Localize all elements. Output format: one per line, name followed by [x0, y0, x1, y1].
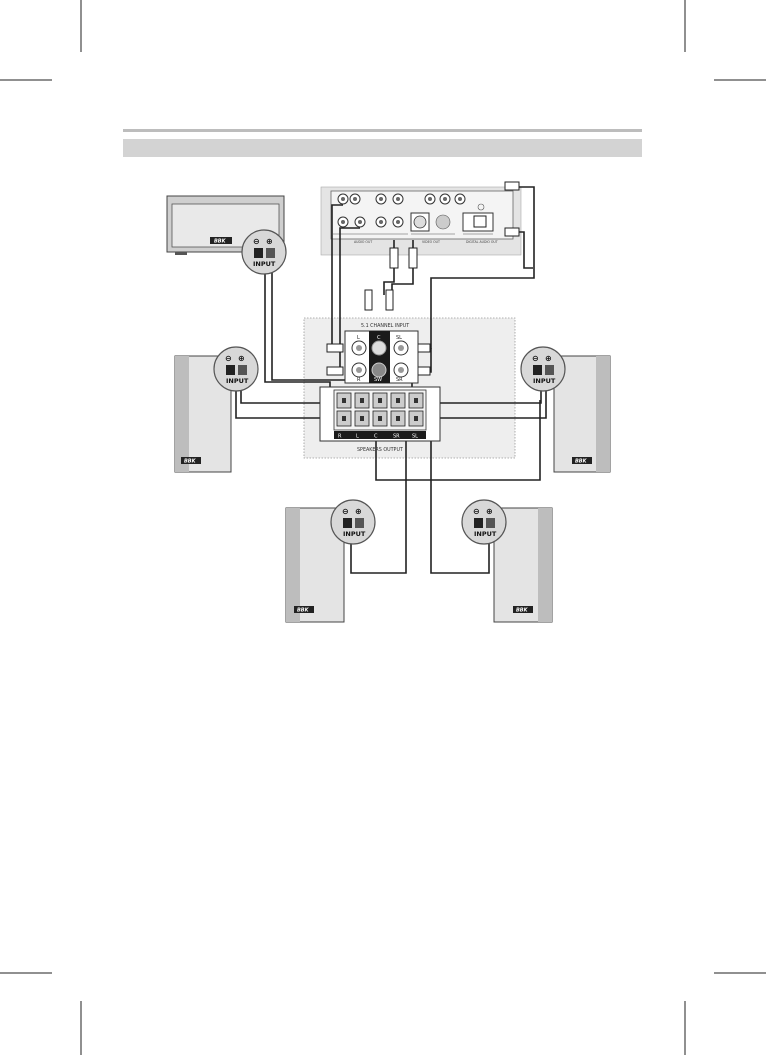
plus-sign: ⊕ [355, 507, 362, 516]
output-r-label: R [338, 434, 342, 440]
brand-logo: BBK [297, 608, 310, 614]
input-c-label: C [377, 335, 381, 341]
input-label: INPUT [533, 377, 556, 385]
minus-sign: ⊖ [253, 237, 260, 246]
center-speaker-terminal: ⊖ ⊕ INPUT [241, 229, 287, 275]
output-l-label: L [356, 434, 359, 440]
dvd-player: AUDIO OUT VIDEO OUT DIGITAL AUDIO OUT [320, 186, 522, 256]
input-label: INPUT [253, 260, 276, 268]
front-right-speaker: BBK [553, 355, 611, 473]
input-label: INPUT [226, 377, 249, 385]
audio-out-label: AUDIO OUT [354, 240, 372, 244]
minus-sign: ⊖ [225, 354, 232, 363]
input-sr-label: SR [396, 377, 403, 383]
front-right-terminal: ⊖ ⊕ INPUT [520, 346, 566, 392]
speakers-output-block: R L C SR SL SPEAKERS OUTPUT [319, 386, 441, 453]
input-sw-label: SW [374, 377, 382, 383]
minus-sign: ⊖ [473, 507, 480, 516]
header-rule [123, 129, 642, 132]
plus-sign: ⊕ [238, 354, 245, 363]
rear-left-terminal: ⊖ ⊕ INPUT [330, 499, 376, 545]
video-out-label: VIDEO OUT [422, 240, 440, 244]
channel-input-label: 5.1 CHANNEL INPUT [361, 323, 409, 329]
center-speaker: BBK [166, 195, 285, 255]
brand-logo: BBK [184, 459, 197, 465]
rear-right-terminal: ⊖ ⊕ INPUT [461, 499, 507, 545]
minus-sign: ⊖ [342, 507, 349, 516]
plus-sign: ⊕ [266, 237, 273, 246]
brand-logo: BBK [516, 608, 529, 614]
output-sr-label: SR [393, 434, 400, 440]
channel-input-panel: 5.1 CHANNEL INPUT L C SL R SW SR [344, 323, 419, 384]
digital-audio-out-label: DIGITAL AUDIO OUT [466, 240, 498, 244]
plus-sign: ⊕ [545, 354, 552, 363]
brand-logo: BBK [214, 239, 227, 245]
input-sl-label: SL [396, 335, 402, 341]
front-left-terminal: ⊖ ⊕ INPUT [213, 346, 259, 392]
output-c-label: C [374, 434, 378, 440]
rca-plugs [326, 181, 520, 376]
minus-sign: ⊖ [532, 354, 539, 363]
speakers-output-label: SPEAKERS OUTPUT [357, 447, 403, 453]
brand-logo: BBK [575, 459, 588, 465]
plus-sign: ⊕ [486, 507, 493, 516]
input-label: INPUT [474, 530, 497, 538]
header-bar [123, 139, 642, 157]
input-label: INPUT [343, 530, 366, 538]
input-l-label: L [357, 335, 360, 341]
output-sl-label: SL [412, 434, 418, 440]
input-r-label: R [357, 377, 361, 383]
